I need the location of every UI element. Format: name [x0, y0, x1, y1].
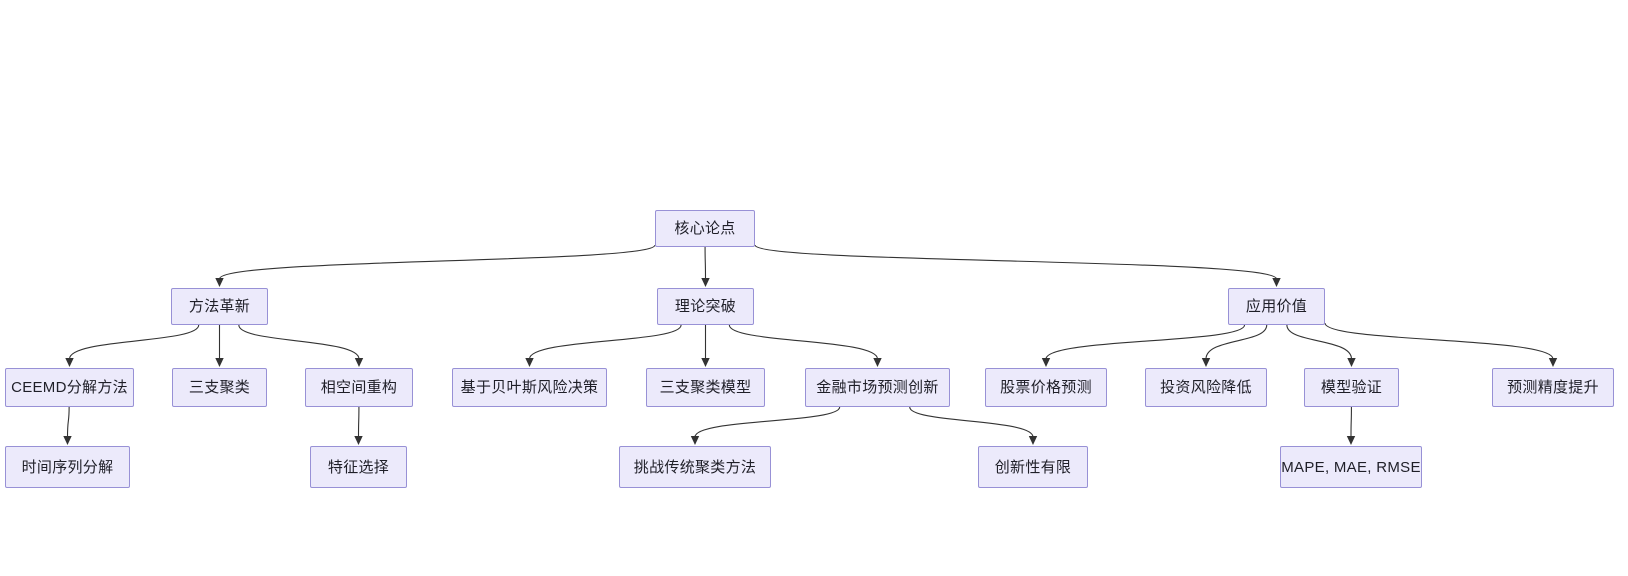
- node-l4b2[interactable]: 创新性有限: [978, 446, 1088, 488]
- node-l4b1[interactable]: 挑战传统聚类方法: [619, 446, 771, 488]
- node-l3b1[interactable]: 基于贝叶斯风险决策: [452, 368, 607, 407]
- node-l2a[interactable]: 方法革新: [171, 288, 268, 325]
- node-label: 模型验证: [1320, 379, 1383, 396]
- node-label: 挑战传统聚类方法: [633, 458, 757, 476]
- node-label: 三支聚类: [188, 379, 251, 396]
- node-label: 核心论点: [674, 220, 736, 237]
- node-label: MAPE, MAE, RMSE: [1281, 458, 1421, 476]
- node-label: 预测精度提升: [1507, 379, 1599, 396]
- node-l2c[interactable]: 应用价值: [1228, 288, 1325, 325]
- node-label: 特征选择: [327, 458, 390, 476]
- node-l3b3[interactable]: 金融市场预测创新: [805, 368, 950, 407]
- node-label: 基于贝叶斯风险决策: [460, 379, 599, 396]
- node-label: CEEMD分解方法: [11, 379, 128, 396]
- node-label: 三支聚类模型: [659, 379, 752, 396]
- node-label: 金融市场预测创新: [816, 379, 939, 396]
- node-label: 时间序列分解: [21, 458, 114, 476]
- node-label: 股票价格预测: [1000, 379, 1092, 396]
- node-l3b2[interactable]: 三支聚类模型: [646, 368, 765, 407]
- node-l4c1[interactable]: MAPE, MAE, RMSE: [1280, 446, 1422, 488]
- node-label: 方法革新: [188, 298, 251, 315]
- node-l2b[interactable]: 理论突破: [657, 288, 754, 325]
- node-label: 相空间重构: [320, 379, 398, 396]
- node-l3c2[interactable]: 投资风险降低: [1145, 368, 1267, 407]
- node-l3c1[interactable]: 股票价格预测: [985, 368, 1107, 407]
- node-root[interactable]: 核心论点: [655, 210, 755, 247]
- node-l3a1[interactable]: CEEMD分解方法: [5, 368, 134, 407]
- node-label: 创新性有限: [994, 458, 1072, 476]
- node-l3c4[interactable]: 预测精度提升: [1492, 368, 1614, 407]
- node-l3a2[interactable]: 三支聚类: [172, 368, 267, 407]
- node-label: 理论突破: [674, 298, 737, 315]
- node-l4a1[interactable]: 时间序列分解: [5, 446, 130, 488]
- node-l4a2[interactable]: 特征选择: [310, 446, 407, 488]
- node-label: 投资风险降低: [1160, 379, 1252, 396]
- node-l3a3[interactable]: 相空间重构: [305, 368, 413, 407]
- node-label: 应用价值: [1245, 298, 1308, 315]
- node-l3c3[interactable]: 模型验证: [1304, 368, 1399, 407]
